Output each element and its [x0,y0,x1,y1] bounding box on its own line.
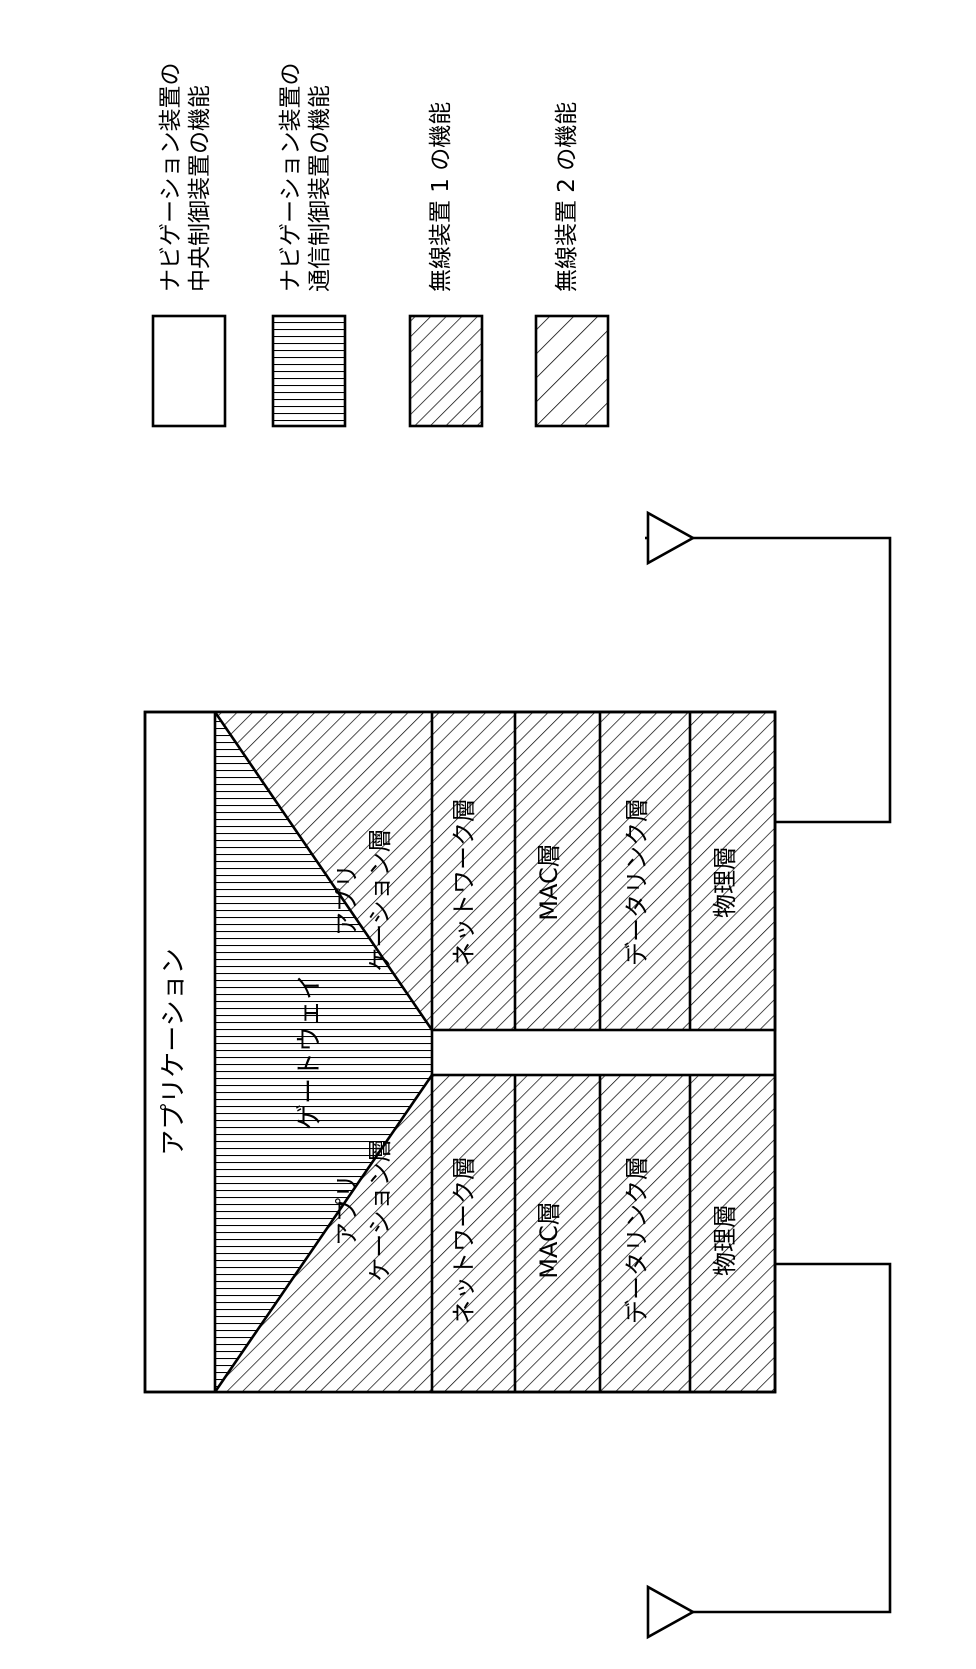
wedge-2-diagonal [213,1074,434,1393]
antenna-2-feed-line [693,1262,892,1614]
application-label: アプリケーション [159,948,189,1155]
blank-swatch [151,314,227,428]
radio-2-datalink-layer-label: データリンク層 [623,1156,651,1324]
radio-2-app-layer-label-line1: アプリ [333,1174,361,1246]
legend-item-3: 無線装置 1 の機能 [408,102,484,428]
legend-item-1: ナビゲーション装置の 中央制御装置の機能 [151,62,227,428]
legend: ナビゲーション装置の 中央制御装置の機能 ナビゲーション装置の 通信制御装置の機… [151,62,610,428]
radio-device-2-stack: ネットワーク層 MAC層 データリンク層 物理層 [430,1073,777,1394]
radio-1-application-wedge: アプリ ケーション層 [213,711,434,1031]
radio-2-app-layer-label-line2: ケーション層 [366,1138,394,1282]
radio-1-physical-layer-label: 物理層 [711,846,739,918]
radio-1-mac-layer-label: MAC層 [535,843,563,920]
legend-item-1-label-line1: ナビゲーション装置の [158,62,184,292]
radio-1-app-layer-label-line1: アプリ [333,864,361,936]
antenna-triangle-2 [646,1584,696,1640]
legend-item-2: ナビゲーション装置の 通信制御装置の機能 [271,62,347,428]
sparse-diagonal-swatch [534,314,610,428]
radio-2-physical-layer-label: 物理層 [711,1204,739,1276]
legend-item-1-label-line2: 中央制御装置の機能 [187,85,213,292]
radio-2-network-layer-label: ネットワーク層 [450,1156,478,1324]
radio-1-stack-rect [430,710,777,1032]
gateway-label: ゲートウェイ [295,974,325,1130]
dense-diagonal-swatch [408,314,484,428]
legend-item-2-label-line2: 通信制御装置の機能 [307,85,333,292]
radio-2-stack-rect [430,1073,777,1394]
radio-2-application-wedge: アプリ ケーション層 [213,1074,434,1393]
radio-1-network-layer-label: ネットワーク層 [450,798,478,966]
legend-item-4-label: 無線装置 2 の機能 [554,102,580,292]
antenna-2-group [646,1262,892,1640]
antenna-1-feed-line [693,536,892,824]
horizontal-lines-swatch [271,314,347,428]
wedge-1-diagonal [213,711,434,1031]
legend-item-2-label-line1: ナビゲーション装置の [278,62,304,292]
radio-2-mac-layer-label: MAC層 [535,1201,563,1278]
radio-1-datalink-layer-label: データリンク層 [623,798,651,966]
radio-device-1-stack: ネットワーク層 MAC層 データリンク層 物理層 [430,710,777,1032]
legend-item-4: 無線装置 2 の機能 [534,102,610,428]
antenna-1-group [645,510,892,824]
radio-1-app-layer-label-line2: ケーション層 [366,828,394,972]
application-box-border-overlay [143,710,777,1394]
legend-item-3-label: 無線装置 1 の機能 [428,102,454,292]
